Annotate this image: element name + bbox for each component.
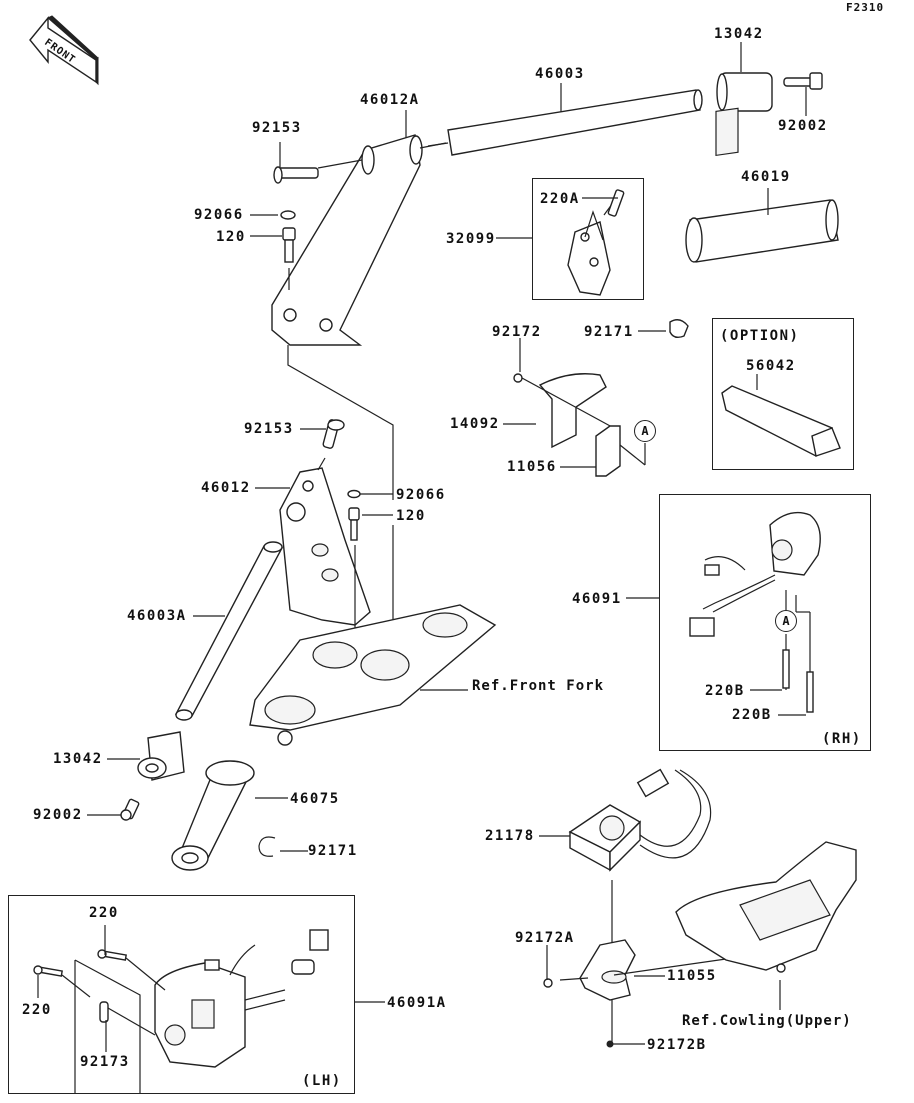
switch-46091-rh (689, 511, 821, 713)
ref-front-fork: Ref.Front Fork (472, 678, 605, 694)
part-label-46019: 46019 (741, 169, 791, 185)
clamp-32099-box (532, 178, 644, 300)
option-box-title: (OPTION) (720, 328, 800, 344)
part-label-120-mid: 120 (396, 508, 426, 524)
part-label-220A: 220A (540, 191, 580, 207)
option-box (712, 318, 854, 470)
part-label-92172: 92172 (492, 324, 542, 340)
handlebar-46003 (427, 89, 703, 156)
lh-tag: (LH) (302, 1073, 342, 1089)
part-label-46012A: 46012A (360, 92, 420, 108)
clip-92173 (99, 1001, 156, 1036)
washer-92066-top (280, 210, 296, 220)
bolt-92002-bottom (120, 798, 140, 821)
switch-46091A-lh (154, 929, 329, 1068)
part-label-46075: 46075 (290, 791, 340, 807)
part-label-92171-top: 92171 (584, 324, 634, 340)
washer-92066-mid (347, 489, 361, 499)
bolt-120-top (282, 227, 296, 290)
part-label-92002-top: 92002 (778, 118, 828, 134)
clip-92171-bottom (258, 836, 276, 857)
part-label-92153-mid: 92153 (244, 421, 294, 437)
triple-clamp (249, 604, 497, 746)
part-label-220-lower: 220 (22, 1002, 52, 1018)
part-label-220B-2: 220B (732, 707, 772, 723)
part-label-92172A: 92172A (515, 930, 575, 946)
part-label-92171-bottom: 92171 (308, 843, 358, 859)
marker-a-switch: A (775, 610, 797, 632)
part-label-92002-bottom: 92002 (33, 807, 83, 823)
part-label-220-upper: 220 (89, 905, 119, 921)
clamp-32099 (567, 189, 625, 296)
module-21178 (568, 768, 712, 985)
part-label-46091A: 46091A (387, 995, 447, 1011)
screw-220-b (33, 965, 91, 998)
part-label-92172B: 92172B (647, 1037, 707, 1053)
handlebar-holder-46012A (271, 134, 447, 346)
screw-92172B (606, 1040, 614, 1048)
part-label-92153-top: 92153 (252, 120, 302, 136)
marker-a-bracket: A (634, 420, 656, 442)
handlebar-46003A (174, 541, 284, 721)
handlebar-holder-46012 (279, 467, 371, 626)
bar-end-weight-top (716, 72, 773, 112)
part-label-56042: 56042 (746, 358, 796, 374)
cowling-upper-ref (675, 841, 857, 1010)
bolt-92002-top (783, 72, 823, 90)
bolt-92153-mid (317, 419, 345, 471)
bolt-92153-top (273, 166, 319, 184)
bar-end-weight-bottom (137, 731, 185, 781)
rh-switch-box (659, 494, 871, 751)
part-label-92173: 92173 (80, 1054, 130, 1070)
part-label-92066-top: 92066 (194, 207, 244, 223)
part-label-46003A: 46003A (127, 608, 187, 624)
part-label-32099: 32099 (446, 231, 496, 247)
part-label-46091: 46091 (572, 591, 622, 607)
part-label-46003: 46003 (535, 66, 585, 82)
ref-cowling-upper: Ref.Cowling(Upper) (682, 1013, 852, 1029)
part-label-46012: 46012 (201, 480, 251, 496)
part-label-21178: 21178 (485, 828, 535, 844)
rh-tag: (RH) (822, 731, 862, 747)
part-label-14092: 14092 (450, 416, 500, 432)
bracket-11056 (595, 425, 646, 477)
part-label-92066-mid: 92066 (396, 487, 446, 503)
front-arrow-icon (29, 15, 99, 86)
part-label-220B-1: 220B (705, 683, 745, 699)
part-label-11055: 11055 (667, 968, 717, 984)
lh-switch-box (8, 895, 355, 1094)
part-label-13042-bottom: 13042 (53, 751, 103, 767)
cover-14092 (513, 373, 613, 449)
part-label-120-top: 120 (216, 229, 246, 245)
clip-92171-top (669, 319, 689, 339)
screw-220-a (97, 949, 166, 991)
grip-46075 (171, 760, 255, 871)
grip-46019 (685, 107, 839, 263)
part-label-13042-top: 13042 (714, 26, 764, 42)
part-label-11056: 11056 (507, 459, 557, 475)
figure-code: F2310 (846, 1, 885, 14)
sealant-tube-56042 (721, 374, 841, 457)
bracket-11055 (543, 939, 741, 1042)
